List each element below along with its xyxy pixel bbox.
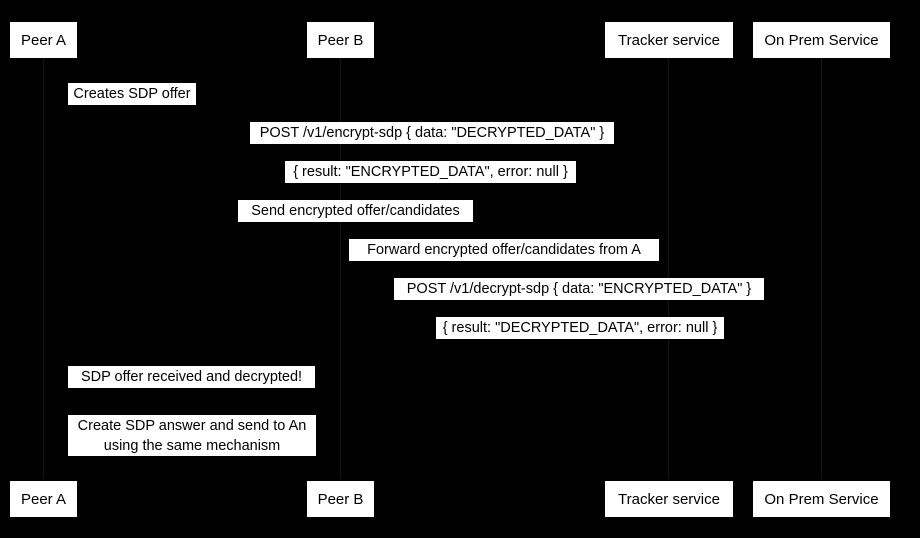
actor-box-tracker-service-top[interactable]: Tracker service xyxy=(605,22,733,58)
message-label-post-encrypt-sdp: POST /v1/encrypt-sdp { data: "DECRYPTED_… xyxy=(250,122,614,144)
note-line-2: using the same mechanism xyxy=(103,438,281,454)
message-label-post-decrypt-sdp: POST /v1/decrypt-sdp { data: "ENCRYPTED_… xyxy=(394,278,764,300)
lifeline-on-prem-service xyxy=(821,58,822,478)
message-label-decrypt-sdp-result: { result: "DECRYPTED_DATA", error: null … xyxy=(436,317,724,339)
note-create-sdp-answer: Create SDP answer and send to An using t… xyxy=(68,415,316,456)
message-label-send-encrypted-offer: Send encrypted offer/candidates xyxy=(238,200,473,222)
actor-box-on-prem-service-top[interactable]: On Prem Service xyxy=(753,22,890,58)
lifeline-tracker-service xyxy=(668,58,669,478)
actor-box-tracker-service-bottom[interactable]: Tracker service xyxy=(605,481,733,517)
message-label-creates-sdp-offer: Creates SDP offer xyxy=(68,83,196,105)
message-label-forward-encrypted-offer: Forward encrypted offer/candidates from … xyxy=(349,239,659,261)
actor-box-peer-a-bottom[interactable]: Peer A xyxy=(10,481,77,517)
actor-box-peer-a-top[interactable]: Peer A xyxy=(10,22,77,58)
note-line-1: Create SDP answer and send to An xyxy=(77,418,307,434)
actor-box-peer-b-bottom[interactable]: Peer B xyxy=(307,481,374,517)
lifeline-peer-a xyxy=(43,58,44,478)
message-label-encrypt-sdp-result: { result: "ENCRYPTED_DATA", error: null … xyxy=(285,161,576,183)
lifeline-peer-b xyxy=(340,58,341,478)
message-label-sdp-offer-received: SDP offer received and decrypted! xyxy=(68,366,315,388)
actor-box-peer-b-top[interactable]: Peer B xyxy=(307,22,374,58)
actor-box-on-prem-service-bottom[interactable]: On Prem Service xyxy=(753,481,890,517)
